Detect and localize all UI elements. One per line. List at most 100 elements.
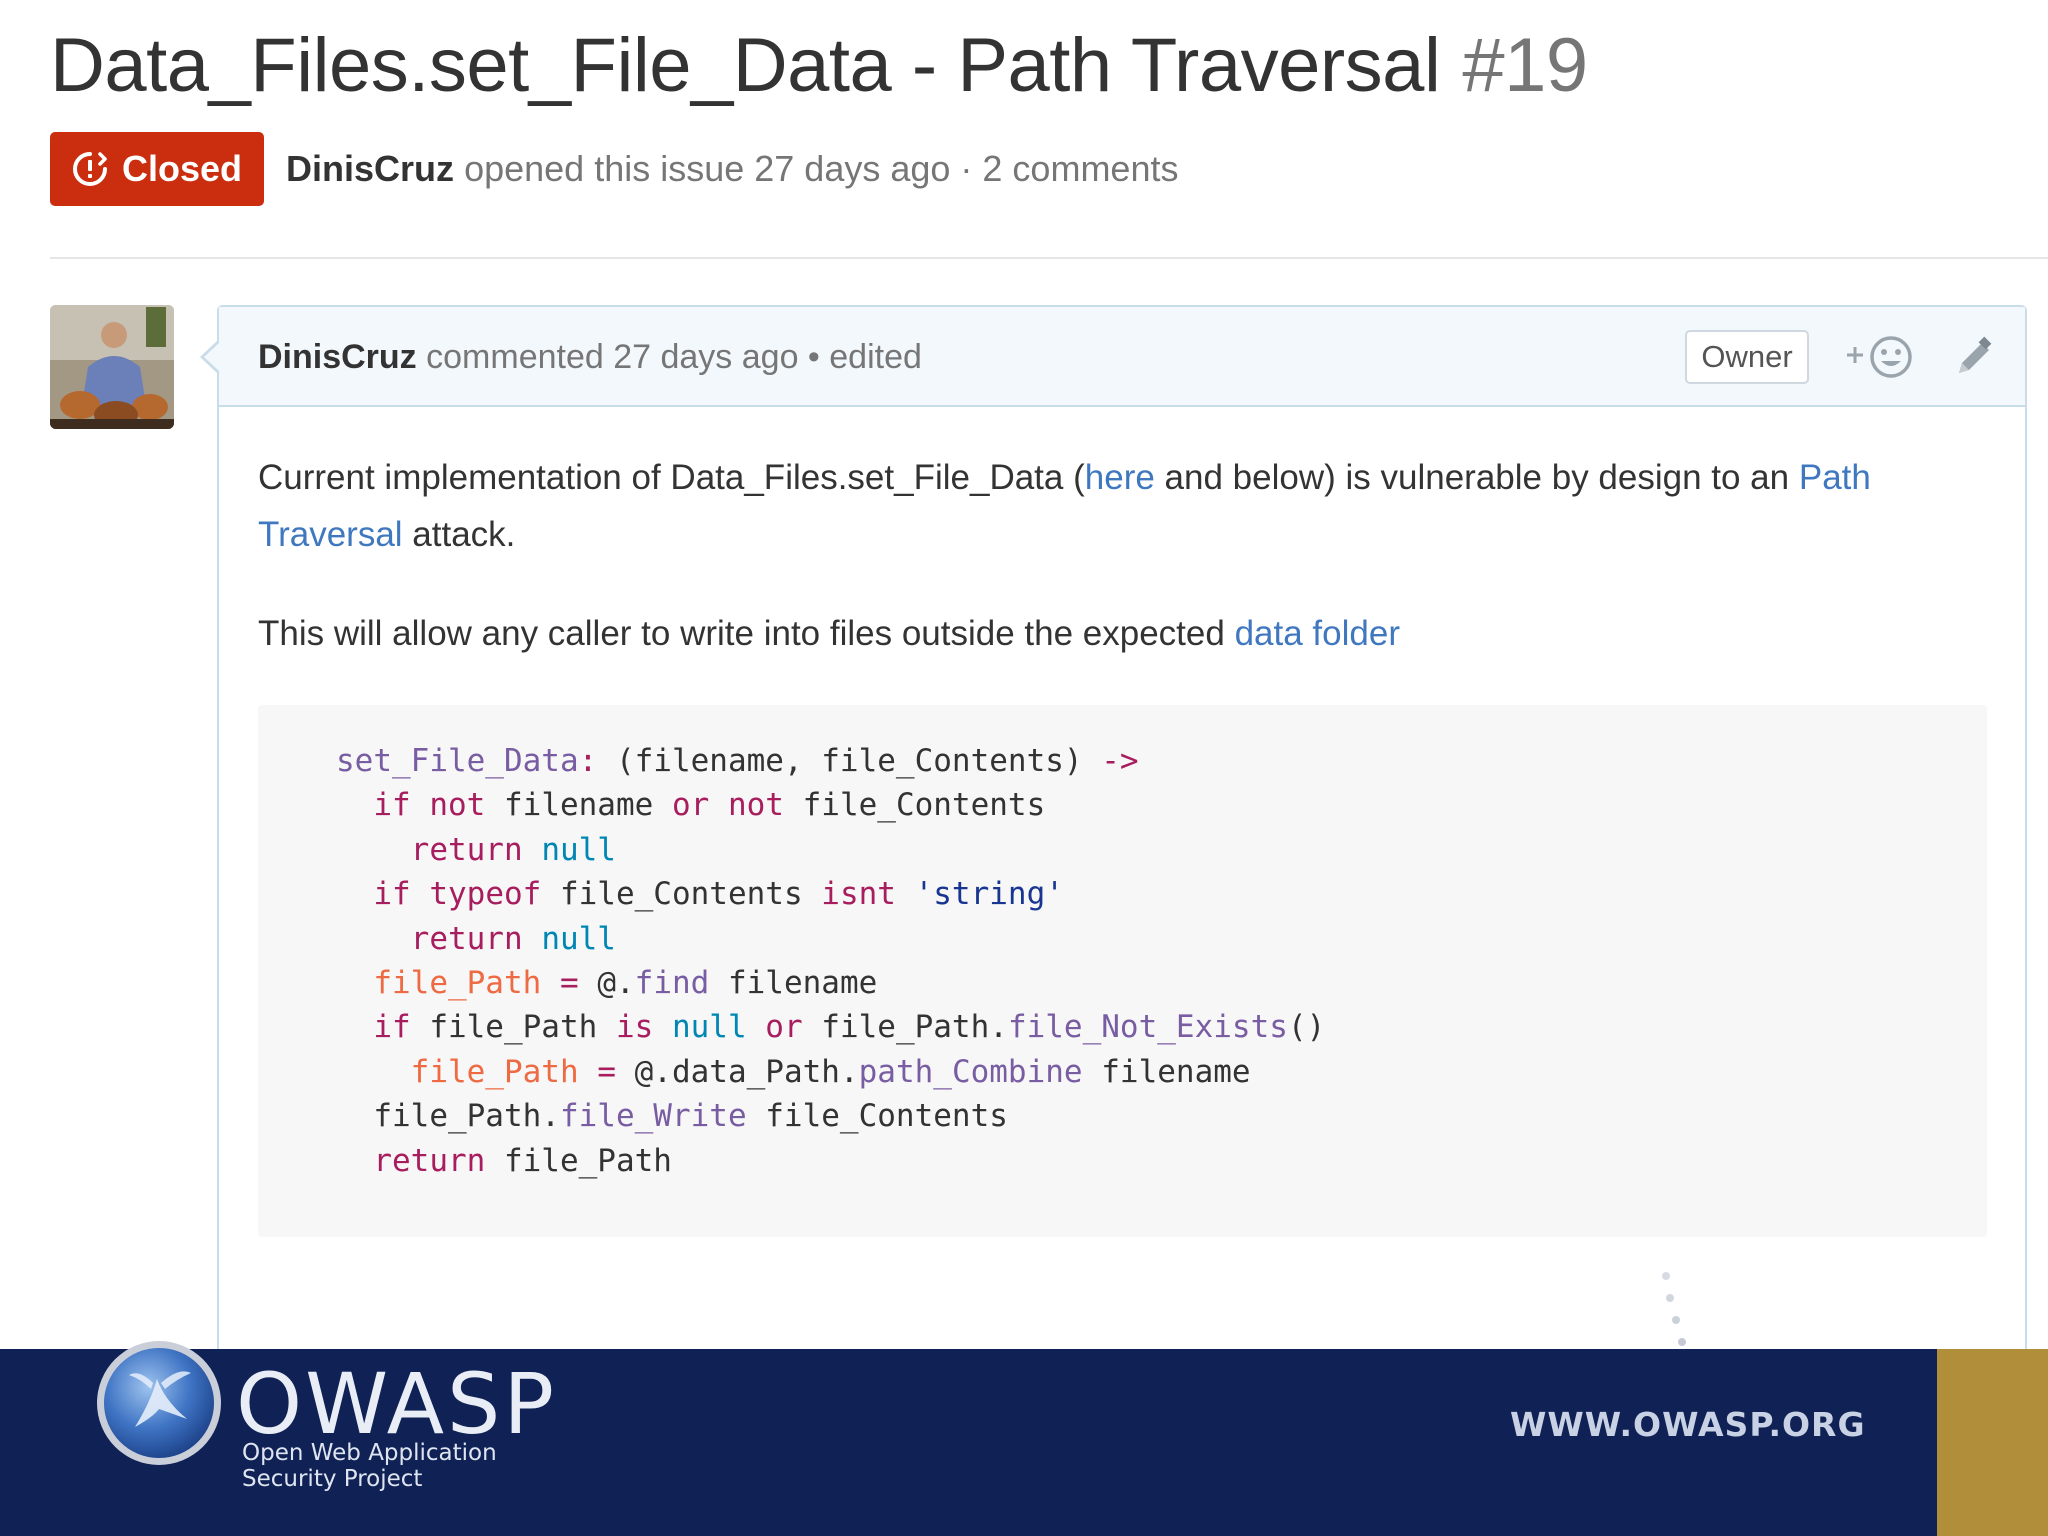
code-token: ->	[1101, 743, 1139, 779]
owasp-footer	[0, 1349, 1937, 1536]
owasp-wasp-logo-icon	[97, 1341, 221, 1465]
code-token: filename	[709, 965, 878, 1002]
code-token: ()	[1287, 1009, 1326, 1046]
comment-meta: DinisCruz commented 27 days ago • edited	[258, 338, 922, 377]
code-token	[541, 965, 560, 1001]
code-token: return	[410, 920, 523, 957]
comment-pointer-inner	[204, 343, 219, 371]
code-token: (filename, file_Contents)	[615, 743, 1102, 779]
code-token: filename	[1082, 1053, 1251, 1090]
issue-opened-info: opened this issue 27 days ago · 2 commen…	[464, 148, 1179, 189]
owner-badge: Owner	[1685, 330, 1809, 384]
code-token	[336, 832, 411, 868]
state-label: Closed	[122, 148, 243, 189]
code-token: path_Combine	[858, 1053, 1083, 1090]
code-token: if	[373, 1009, 411, 1046]
pencil-icon	[1959, 336, 1992, 373]
code-token	[579, 1054, 598, 1090]
issue-meta-text: DinisCruz opened this issue 27 days ago …	[286, 148, 1178, 190]
issue-number: #19	[1462, 23, 1588, 108]
here-link[interactable]: here	[1084, 458, 1155, 497]
code-token: null	[541, 920, 616, 957]
code-token: file_Path.	[802, 1009, 1008, 1046]
code-token	[411, 876, 430, 912]
owasp-wordmark: OWASP	[236, 1355, 558, 1453]
code-token	[709, 787, 728, 823]
code-token: =	[597, 1053, 616, 1090]
code-token: @.	[578, 965, 635, 1002]
code-token: if	[373, 876, 411, 913]
code-token: file_Contents	[783, 787, 1046, 824]
code-token: filename	[485, 787, 672, 824]
issue-title: Data_Files.set_File_Data - Path Traversa…	[50, 22, 1588, 109]
code-token: not	[727, 787, 784, 824]
header-divider	[50, 257, 2048, 259]
path-traversal-link[interactable]: Path Traversal	[258, 458, 1871, 554]
code-token: return	[410, 831, 523, 868]
code-line: if file_Path is null or file_Path.file_N…	[336, 1009, 1325, 1045]
code-block: set_File_Data: (filename, file_Contents)…	[258, 705, 1987, 1237]
code-token	[411, 787, 430, 823]
code-line: file_Path.file_Write file_Contents	[336, 1098, 1008, 1134]
data-folder-link[interactable]: data folder	[1234, 614, 1400, 653]
comment-box: DinisCruz commented 27 days ago • edited…	[204, 305, 2027, 1349]
code-token: set_File_Data	[336, 743, 579, 779]
code-token	[336, 1009, 373, 1045]
code-token	[523, 832, 542, 868]
code-token: null	[541, 831, 616, 868]
code-token: file_Path.	[336, 1098, 560, 1135]
code-token	[336, 876, 373, 912]
code-token: file_Path	[373, 965, 542, 1002]
owasp-url: WWW.OWASP.ORG	[1510, 1405, 1866, 1444]
code-token: @.data_Path.	[615, 1053, 859, 1090]
add-reaction-button[interactable]	[1845, 333, 1921, 383]
code-line: if not filename or not file_Contents	[336, 787, 1045, 823]
code-content: set_File_Data: (filename, file_Contents)…	[336, 739, 1325, 1183]
code-token	[336, 1054, 411, 1090]
code-line: file_Path = @.find filename	[336, 965, 877, 1001]
code-token	[747, 1009, 766, 1045]
code-token: null	[671, 1009, 747, 1046]
code-line: return null	[336, 832, 616, 868]
comment-paragraph-1: Current implementation of Data_Files.set…	[258, 449, 1998, 563]
code-token	[336, 1143, 373, 1179]
avatar[interactable]	[50, 305, 174, 429]
p1-text-1: Current implementation of Data_Files.set…	[258, 458, 1085, 497]
code-token: or	[765, 1009, 803, 1046]
code-line: if typeof file_Contents isnt 'string'	[336, 876, 1064, 912]
owasp-tagline: Open Web Application Security Project	[242, 1440, 562, 1492]
code-token: not	[429, 787, 486, 824]
code-line: file_Path = @.data_Path.path_Combine fil…	[336, 1054, 1251, 1090]
code-token: or	[671, 787, 710, 824]
comment-meta-text[interactable]: commented 27 days ago • edited	[426, 338, 922, 376]
code-token: file_Path	[410, 1009, 616, 1046]
code-token: file_Path	[485, 1142, 672, 1179]
p1-text-2: and below) is vulnerable by design to an	[1154, 458, 1799, 497]
code-token	[336, 965, 373, 1001]
code-line: return null	[336, 921, 616, 957]
avatar-photo	[50, 305, 174, 429]
comment-paragraph-2: This will allow any caller to write into…	[258, 605, 1998, 662]
owasp-tagline-line-2: Security Project	[242, 1466, 423, 1492]
comment-author-link[interactable]: DinisCruz	[258, 338, 417, 376]
code-token: if	[373, 787, 411, 824]
code-token: file_Contents	[746, 1098, 1008, 1135]
code-token	[896, 876, 915, 912]
code-token: typeof	[429, 876, 542, 913]
code-token	[336, 921, 411, 957]
p2-text-1: This will allow any caller to write into…	[258, 614, 1235, 653]
code-token: is	[615, 1009, 654, 1046]
code-token	[523, 921, 542, 957]
footer-gold-stripe	[1937, 1349, 2048, 1536]
issue-closed-icon	[73, 152, 107, 186]
code-token: file_Write	[559, 1098, 747, 1135]
code-token	[336, 787, 373, 823]
issue-meta: Closed DinisCruz opened this issue 27 da…	[50, 132, 1178, 206]
code-token: file_Path	[410, 1053, 579, 1090]
code-token: isnt	[821, 876, 896, 913]
code-token: file_Contents	[541, 876, 822, 913]
edit-comment-button[interactable]	[1949, 333, 1999, 383]
owasp-tagline-line-1: Open Web Application	[242, 1440, 497, 1466]
code-token: find	[634, 965, 710, 1002]
issue-author-link[interactable]: DinisCruz	[286, 148, 455, 189]
